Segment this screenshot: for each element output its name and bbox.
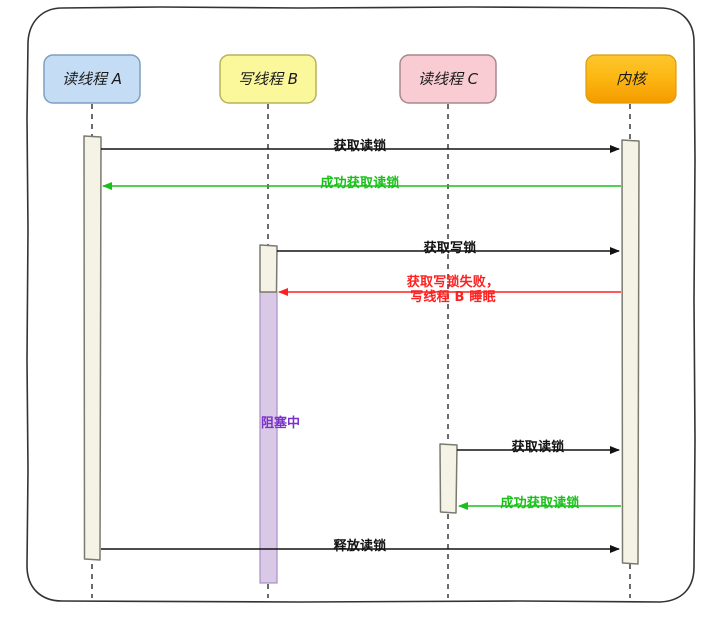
actor-box-read-thread-c[interactable]: [399, 54, 497, 104]
activation-bar-a: [83, 135, 102, 561]
actor-box-write-thread-b[interactable]: [219, 54, 317, 104]
activation-bar-b: [259, 244, 278, 293]
actor-box-read-thread-a[interactable]: [43, 54, 141, 104]
actor-box-kernel[interactable]: [585, 54, 677, 104]
activation-bars-group: [83, 135, 640, 584]
activation-bar-c: [439, 443, 458, 514]
diagram-frame: [26, 6, 696, 603]
messages-group: [101, 145, 621, 553]
activation-bar-kernel: [621, 139, 640, 565]
actor-boxes-group: [43, 54, 677, 104]
activation-bar-blocked-b: [259, 291, 278, 584]
